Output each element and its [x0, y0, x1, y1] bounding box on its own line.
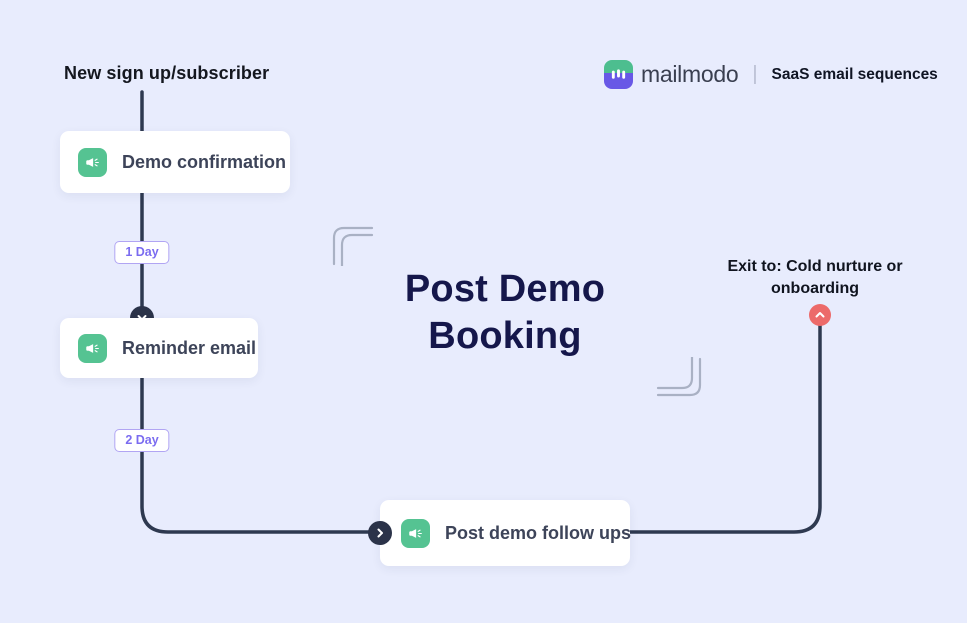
delay-badge-2[interactable]: 2 Day: [114, 429, 170, 452]
chevron-up-icon: [815, 312, 825, 318]
decorative-bracket-bottom-right: [656, 357, 702, 397]
brand-divider: |: [752, 63, 758, 85]
flow-exit-label: Exit to: Cold nurture or onboarding: [727, 258, 903, 297]
brand-name: mailmodo: [641, 61, 739, 87]
megaphone-icon: [401, 518, 430, 548]
chevron-right-node[interactable]: [368, 521, 392, 545]
decorative-bracket-top-left: [332, 226, 374, 266]
chevron-up-exit-node[interactable]: [809, 304, 831, 326]
page-title-line1: Post Demo: [404, 268, 606, 310]
flow-start-label: New sign up/subscriber: [64, 63, 270, 83]
step-card-reminder-email[interactable]: Reminder email: [60, 318, 258, 378]
step-card-label: Reminder email: [122, 337, 257, 358]
brand-bar: mailmodo | SaaS email sequences: [604, 59, 938, 90]
step-card-post-demo-follow-ups[interactable]: Post demo follow ups: [380, 500, 632, 566]
delay-badge-1[interactable]: 1 Day: [114, 241, 170, 264]
chevron-right-icon: [377, 528, 383, 538]
step-card-label: Post demo follow ups: [445, 522, 632, 543]
megaphone-icon: [78, 147, 107, 177]
step-card-label: Demo confirmation: [122, 151, 287, 172]
logo-m-glyph: [611, 69, 626, 79]
brand-tagline: SaaS email sequences: [771, 65, 938, 83]
megaphone-icon: [78, 333, 107, 363]
page-title: Post Demo Booking: [345, 266, 665, 360]
step-card-demo-confirmation[interactable]: Demo confirmation: [60, 131, 290, 193]
mailmodo-logo-icon: [604, 60, 633, 89]
page-title-line2: Booking: [428, 315, 582, 357]
